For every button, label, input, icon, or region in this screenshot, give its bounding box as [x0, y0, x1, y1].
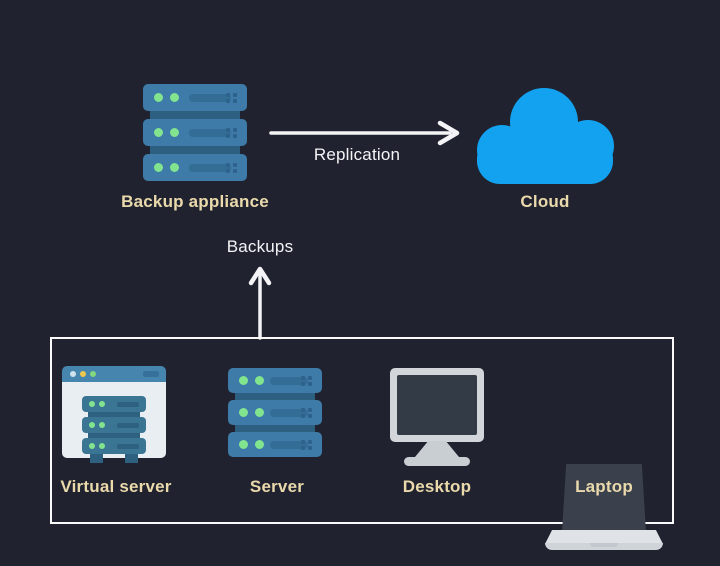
drive-slot — [270, 409, 308, 417]
window-dot — [90, 371, 96, 377]
led-indicator — [239, 408, 248, 417]
cloud-label: Cloud — [520, 192, 570, 211]
rack-connector — [234, 425, 316, 432]
backup-appliance-icon — [143, 84, 247, 181]
server-unit — [82, 417, 146, 433]
virtual-server-icon — [62, 366, 166, 463]
server-unit — [143, 84, 247, 111]
drive-slot — [270, 441, 308, 449]
server-unit — [143, 119, 247, 146]
led-indicator — [99, 401, 105, 407]
rack-connector — [87, 433, 141, 438]
vent-dots — [301, 440, 305, 444]
vent-dots — [226, 128, 230, 132]
replication-arrow — [269, 120, 460, 146]
laptop-base — [545, 530, 663, 544]
desktop-label: Desktop — [402, 477, 472, 496]
laptop-lid — [562, 464, 646, 532]
led-indicator — [170, 163, 179, 172]
laptop-notch — [590, 543, 618, 547]
window-button — [143, 371, 159, 377]
led-indicator — [154, 93, 163, 102]
drive-slot — [189, 129, 231, 137]
server-unit — [228, 400, 322, 425]
monitor-stand — [415, 441, 459, 457]
led-indicator — [154, 128, 163, 137]
window-dot — [80, 371, 86, 377]
laptop-icon — [545, 464, 663, 552]
monitor-base — [404, 457, 470, 466]
led-indicator — [255, 376, 264, 385]
backups-arrow — [248, 266, 272, 340]
server-label: Server — [249, 477, 305, 496]
server-unit — [228, 432, 322, 457]
vent-dots — [301, 376, 305, 380]
rack-connector — [150, 111, 240, 119]
drive-slot — [117, 402, 139, 407]
led-indicator — [89, 443, 95, 449]
drive-slot — [117, 423, 139, 428]
led-indicator — [89, 401, 95, 407]
monitor-screen — [397, 375, 477, 435]
rack-connector — [150, 146, 240, 154]
rack-connector — [87, 412, 141, 417]
server-unit — [82, 438, 146, 454]
cloud-icon — [477, 88, 614, 184]
server-unit — [82, 396, 146, 412]
vent-dots — [226, 93, 230, 97]
drive-slot — [117, 444, 139, 449]
backup-appliance-label: Backup appliance — [121, 192, 269, 211]
server-foot — [90, 454, 103, 463]
led-indicator — [255, 408, 264, 417]
window-dot — [70, 371, 76, 377]
desktop-icon — [389, 368, 485, 466]
server-unit — [143, 154, 247, 181]
led-indicator — [89, 422, 95, 428]
source-devices-box — [50, 337, 674, 524]
led-indicator — [99, 443, 105, 449]
laptop-label: Laptop — [575, 477, 633, 496]
led-indicator — [170, 128, 179, 137]
virtual-server-label: Virtual server — [60, 477, 172, 496]
drive-slot — [270, 377, 308, 385]
server-unit — [228, 368, 322, 393]
window-titlebar — [62, 366, 166, 382]
server-icon — [228, 368, 322, 457]
replication-label: Replication — [313, 145, 401, 164]
led-indicator — [239, 440, 248, 449]
backups-label: Backups — [226, 237, 294, 256]
led-indicator — [239, 376, 248, 385]
led-indicator — [99, 422, 105, 428]
vent-dots — [226, 163, 230, 167]
monitor-frame — [390, 368, 484, 442]
mini-server-stack — [82, 396, 146, 454]
led-indicator — [170, 93, 179, 102]
led-indicator — [255, 440, 264, 449]
vent-dots — [301, 408, 305, 412]
server-foot — [125, 454, 138, 463]
led-indicator — [154, 163, 163, 172]
rack-connector — [234, 393, 316, 400]
drive-slot — [189, 164, 231, 172]
drive-slot — [189, 94, 231, 102]
